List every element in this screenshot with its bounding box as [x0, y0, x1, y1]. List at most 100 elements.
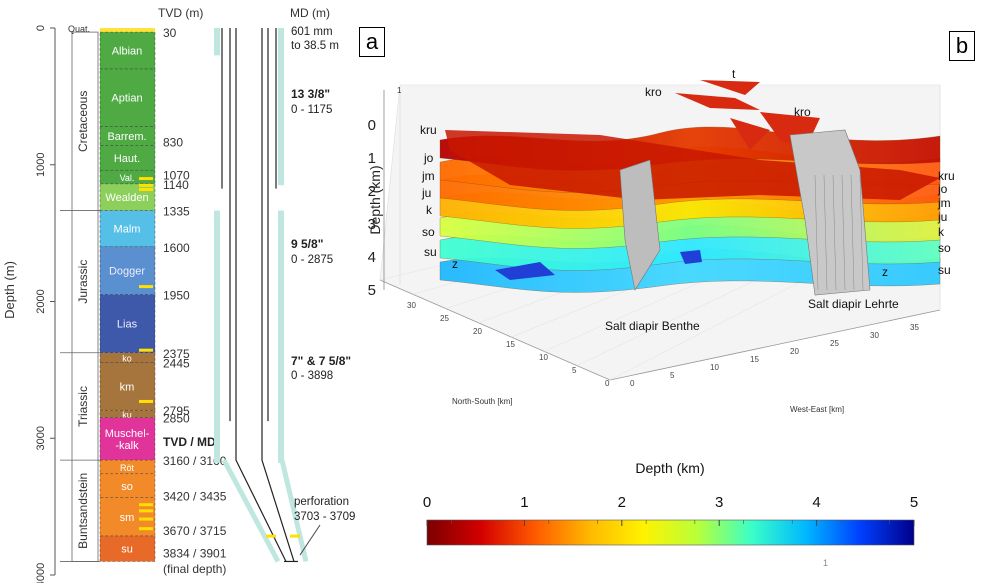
- depth-tick-label: 4000: [35, 563, 47, 583]
- unit-box: [99, 417, 156, 461]
- colorbar-tick-label: 4: [812, 494, 820, 511]
- colorbar-tick-label: 2: [618, 494, 626, 511]
- colorbar-tick-label: 3: [715, 494, 723, 511]
- left-horizon-label: so: [422, 225, 435, 239]
- west-east-tick: 25: [830, 339, 839, 348]
- right-horizon-label: su: [938, 263, 951, 277]
- unit-label: Haut.: [114, 153, 140, 165]
- z-tick-label: 5: [368, 282, 376, 299]
- depth-axis-label: Depth (m): [2, 261, 17, 319]
- casing-4-size: 7" & 7 5/8": [291, 354, 351, 368]
- west-east-tick: 30: [870, 331, 879, 340]
- unit-box: [99, 294, 156, 353]
- unit-box: [99, 210, 156, 247]
- deep-patch: [495, 262, 555, 280]
- diapir-hatch: [859, 174, 864, 291]
- tvd-label: 2445: [163, 356, 190, 370]
- left-horizon-label: kru: [420, 123, 437, 137]
- reservoir-mark: [139, 187, 153, 191]
- unit-label: Aptian: [111, 93, 142, 105]
- right-horizon-label: ju: [937, 210, 947, 224]
- colorbar-tick-label: 5: [910, 494, 918, 511]
- reservoir-mark: [139, 517, 153, 521]
- unit-label: sm: [120, 512, 135, 524]
- unit-box: [99, 68, 156, 127]
- north-south-tick: 15: [506, 340, 515, 349]
- west-east-tick: 5: [670, 371, 675, 380]
- depth-tick-label: 2000: [35, 289, 47, 313]
- casing-shade: [278, 210, 284, 463]
- tvd-label: 3670 / 3715: [163, 524, 227, 538]
- tvd-label: 1950: [163, 289, 190, 303]
- unit-label: Lias: [117, 319, 138, 331]
- tvd-label: 1600: [163, 241, 190, 255]
- north-south-tick: 20: [473, 327, 482, 336]
- perforation-mark: [266, 534, 276, 538]
- diapir-hatch: [841, 174, 846, 291]
- system-label: Cretaceous: [76, 91, 90, 152]
- tvd-label: 1070: [163, 168, 190, 182]
- tvd-label: 30: [163, 26, 177, 40]
- panel-b-label: b: [949, 31, 975, 61]
- liner-shade: [221, 458, 309, 563]
- right-horizon-label: so: [938, 241, 951, 255]
- z-tick-label: 0: [368, 117, 376, 134]
- casing-9-5-8: [229, 28, 269, 422]
- unit-label: Dogger: [109, 266, 145, 278]
- casing-3-range: 0 - 2875: [291, 254, 333, 266]
- unit-box: [99, 535, 156, 562]
- z-axis-label: Depth (km): [367, 165, 383, 234]
- well-schematic: [214, 28, 309, 563]
- north-south-tick: 25: [440, 314, 449, 323]
- west-east-tick: 0: [630, 379, 635, 388]
- tvd-md-header: TVD / MD: [163, 435, 216, 449]
- top-horizon-label: kro: [794, 105, 811, 119]
- salt-diapir-lehrte-label: Salt diapir Lehrte: [808, 297, 899, 311]
- unit-quaternary: [100, 28, 155, 34]
- system-label: Buntsandstein: [76, 473, 90, 549]
- west-east-axis-label: West-East [km]: [790, 405, 844, 414]
- colorbar-title: Depth (km): [635, 460, 704, 476]
- unit-label: Val.: [120, 173, 135, 183]
- unit-label: Muschel-: [105, 428, 150, 440]
- kro-fragment: [730, 118, 770, 150]
- unit-label: ko: [122, 354, 132, 364]
- diapir-hatch: [814, 174, 819, 291]
- tvd-header: TVD (m): [158, 6, 203, 20]
- casing-1-size: 601 mm: [291, 26, 333, 38]
- north-south-tick: 0: [605, 379, 610, 388]
- reservoir-mark: [139, 503, 153, 507]
- tvd-labels: 3083010701140133516001950237524452795285…: [163, 26, 227, 576]
- salt-diapir-benthe: [619, 159, 661, 291]
- depth-tick-label: 3000: [35, 426, 47, 450]
- kro-fragment: [700, 80, 760, 95]
- top-horizon-label: kro: [645, 85, 662, 99]
- z-tick-label: 4: [368, 249, 376, 266]
- tvd-label: 1140: [163, 178, 189, 192]
- left-horizon-label: jo: [423, 151, 434, 165]
- reservoir-mark: [139, 348, 153, 352]
- right-horizon-label: k: [938, 225, 945, 239]
- salt-diapir-benthe-label: Salt diapir Benthe: [605, 319, 700, 333]
- tvd-label: 2375: [163, 347, 190, 361]
- tvd-label: 3834 / 3901: [163, 546, 227, 560]
- unit-label: Albian: [112, 46, 143, 58]
- colorbar-tick-label: 1: [520, 494, 528, 511]
- left-horizon-label: z: [452, 257, 458, 271]
- reservoir-mark: [139, 527, 153, 531]
- salt-diapir-lehrte: [789, 129, 871, 296]
- tvd-label: 2795: [163, 404, 190, 418]
- salt-diapir-shapes: [619, 129, 871, 296]
- tvd-label: 830: [163, 136, 183, 150]
- md-header: MD (m): [290, 6, 330, 20]
- top-horizon-label: t: [732, 67, 736, 81]
- tvd-label: (final depth): [163, 562, 226, 576]
- west-east-tick: 15: [750, 355, 759, 364]
- system-column: Quat.CretaceousJurassicTriassicBuntsands…: [60, 24, 100, 562]
- kro-fragment: [675, 93, 760, 110]
- north-south-tick: 10: [539, 353, 548, 362]
